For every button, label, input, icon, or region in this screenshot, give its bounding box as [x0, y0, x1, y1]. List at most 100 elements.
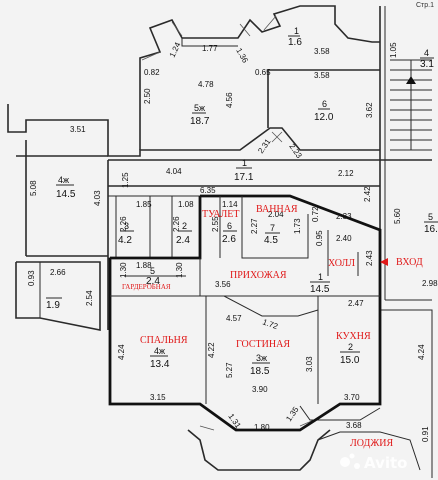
dim-label: 2.33: [336, 212, 352, 221]
room-name-bathroom: ВАННАЯ: [256, 204, 298, 215]
room-name-bedroom: СПАЛЬНЯ: [140, 335, 188, 346]
room-area: 14.5: [310, 284, 330, 295]
room-names: ТУАЛЕТ ВАННАЯ ГАРДЕРОБНАЯ ПРИХОЖАЯ ХОЛЛ …: [122, 204, 423, 449]
building-walls: [7, 5, 433, 478]
dim-label: 3.62: [365, 102, 374, 118]
dim-label: 4.24: [117, 344, 126, 360]
dim-label: 1.30: [119, 262, 128, 278]
room-number: 3ж: [256, 353, 267, 363]
room-name-hall: ХОЛЛ: [328, 258, 355, 269]
room-number: 5ж: [194, 103, 205, 113]
dim-label: 1.14: [222, 200, 238, 209]
room-number: 3: [124, 221, 129, 231]
dim-label: 2.54: [85, 290, 94, 306]
room-area: 18.7: [190, 116, 210, 127]
dim-label: 2.12: [338, 169, 354, 178]
dim-label: 1.35: [284, 405, 301, 423]
room-name-loggia: ЛОДЖИЯ: [350, 438, 394, 449]
dim-label: 2.31: [256, 137, 273, 155]
dim-label: 3.58: [314, 71, 330, 80]
dim-label: 2.40: [336, 234, 352, 243]
dim-label: 2.26: [119, 216, 128, 232]
dim-label: 0.91: [421, 426, 430, 442]
staircase: [390, 59, 432, 151]
room-area: 14.5: [56, 189, 76, 200]
dim-label: 4.57: [226, 314, 242, 323]
room-area: 2.4: [146, 276, 160, 287]
room-number: 4ж: [154, 346, 165, 356]
dim-label: 1.31: [226, 412, 243, 430]
room-number: 2: [182, 221, 187, 231]
dim-label: 1.30: [175, 262, 184, 278]
dim-label: 0.95: [315, 230, 324, 246]
dim-label: 4.78: [198, 80, 214, 89]
dim-label: 1.73: [293, 218, 302, 234]
room-area: 17.1: [234, 172, 254, 183]
room-area: 2.4: [176, 235, 190, 246]
room-labels: 5ж 18.7 6 12.0 1 17.1 4ж 14.5 3 4.2 2 2.…: [46, 26, 438, 377]
room-number: 7: [270, 223, 275, 233]
avito-logo-icon: [340, 457, 350, 467]
dim-label: 3.68: [346, 421, 362, 430]
room-area: 13.4: [150, 359, 170, 370]
dim-label: 4.24: [417, 344, 426, 360]
dim-label: 2.55: [211, 216, 220, 232]
dimension-labels: 1.77 1.24 1.36 3.58 3.58 1.05 0.82 4.78 …: [27, 40, 438, 442]
watermark: Avito: [340, 453, 407, 472]
room-name-hallway: ПРИХОЖАЯ: [230, 270, 287, 281]
dim-label: 5.27: [225, 362, 234, 378]
dim-label: 1.25: [121, 172, 130, 188]
watermark-text: Avito: [364, 454, 407, 472]
dim-label: 2.04: [268, 210, 284, 219]
dim-label: 2.98: [422, 279, 438, 288]
room-area: 15.0: [340, 355, 360, 366]
room-number: 6: [322, 99, 327, 109]
room-area: 3.1: [420, 59, 434, 70]
dim-label: 3.15: [150, 393, 166, 402]
room-number: 4: [424, 48, 429, 58]
dim-label: 4.03: [93, 190, 102, 206]
room-name-toilet: ТУАЛЕТ: [202, 209, 240, 220]
dim-label: 2.66: [50, 268, 66, 277]
dim-label: 4.04: [166, 167, 182, 176]
room-area: 18.5: [250, 366, 270, 377]
dim-label: 3.56: [215, 280, 231, 289]
room-name-living: ГОСТИНАЯ: [236, 339, 290, 350]
room-name-kitchen: КУХНЯ: [336, 331, 371, 342]
room-number: 5: [428, 212, 433, 222]
room-number: 1: [318, 272, 323, 282]
dim-label: 1.05: [389, 42, 398, 58]
dim-label: 1.80: [254, 423, 270, 432]
room-area: 1.9: [46, 300, 60, 311]
entrance-arrow-icon: [380, 258, 388, 266]
dim-label: 2.42: [363, 186, 372, 202]
dim-label: 2.47: [348, 299, 364, 308]
dim-label: 5.08: [29, 180, 38, 196]
room-number: 1: [242, 158, 247, 168]
dim-label: 1.24: [168, 40, 183, 58]
dim-label: 2.43: [365, 250, 374, 266]
dim-label: 0.82: [144, 68, 160, 77]
room-area: 4.5: [264, 235, 278, 246]
room-number: 2: [348, 342, 353, 352]
dim-label: 4.22: [207, 342, 216, 358]
dim-label: 3.03: [305, 356, 314, 372]
room-number: 1: [294, 26, 299, 36]
dim-label: 1.88: [136, 261, 152, 270]
dim-label: 2.23: [287, 142, 304, 160]
room-area: 16.1: [424, 224, 438, 235]
dim-label: 1.72: [261, 317, 279, 331]
dim-label: 0.93: [27, 270, 36, 286]
room-area: 12.0: [314, 112, 334, 123]
dim-label: 3.58: [314, 47, 330, 56]
room-number: 5: [150, 266, 155, 276]
dim-label: 5.60: [393, 208, 402, 224]
room-area: 1.6: [288, 37, 302, 48]
dim-label: 1.36: [234, 47, 250, 65]
dim-label: 3.51: [70, 125, 86, 134]
dim-label: 1.08: [178, 200, 194, 209]
dim-label: 3.70: [344, 393, 360, 402]
room-name-wardrobe: ГАРДЕРОБНАЯ: [122, 283, 171, 291]
dim-label: 0.65: [255, 68, 271, 77]
